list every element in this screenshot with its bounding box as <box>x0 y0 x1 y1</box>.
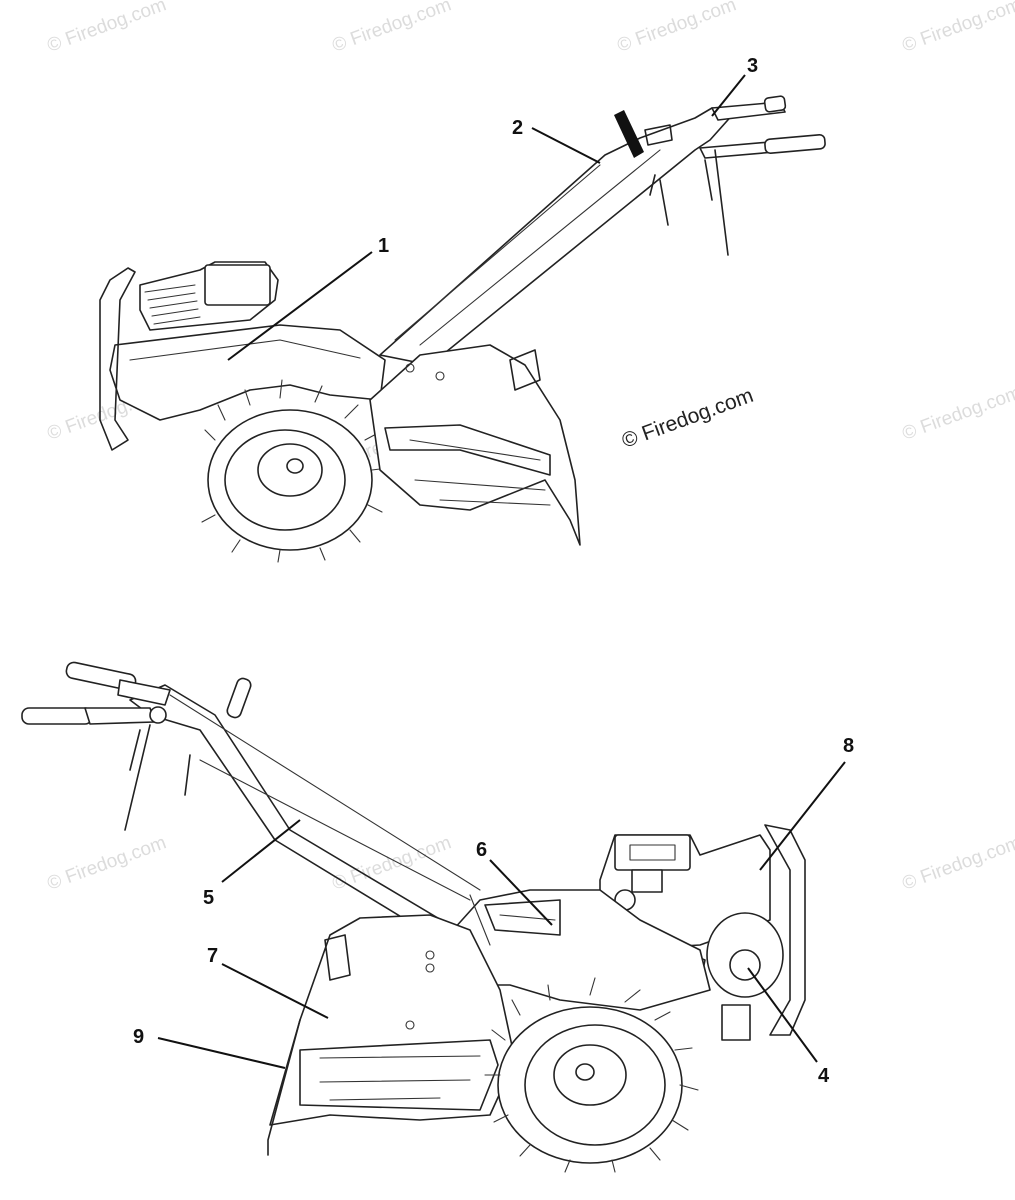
callout-4: 4 <box>818 1065 830 1087</box>
watermark-main: © Firedog.com <box>619 384 757 453</box>
leader-line-3 <box>711 74 746 117</box>
leader-line-7 <box>221 963 329 1019</box>
callout-7: 7 <box>207 945 218 967</box>
watermark-text: © Firedog.com <box>615 0 740 57</box>
watermark-text: © Firedog.com <box>900 832 1015 894</box>
leader-line-9 <box>157 1037 286 1069</box>
black-grip <box>614 110 644 158</box>
leader-line-1 <box>227 251 373 361</box>
tiller-top-view <box>99 95 826 563</box>
tiller-bottom-view <box>21 661 806 1173</box>
leader-lines <box>157 74 846 1069</box>
callout-labels: 1 2 3 4 5 6 7 8 9 <box>133 55 854 1087</box>
wheel-top <box>207 409 373 551</box>
callout-2: 2 <box>512 117 523 139</box>
watermark-text: © Firedog.com <box>45 0 170 57</box>
watermark-text: © Firedog.com <box>900 0 1015 57</box>
callout-3: 3 <box>747 55 758 77</box>
pulley-cover <box>706 912 784 998</box>
callout-8: 8 <box>843 735 854 757</box>
callout-9: 9 <box>133 1026 144 1048</box>
watermark-text: © Firedog.com <box>330 0 455 57</box>
leader-line-2 <box>531 127 601 164</box>
leader-line-5 <box>221 819 301 883</box>
callout-6: 6 <box>476 839 487 861</box>
tine-shield-top <box>369 344 581 546</box>
callout-1: 1 <box>378 235 389 257</box>
callout-5: 5 <box>203 887 214 909</box>
watermark-text: © Firedog.com <box>45 832 170 894</box>
watermark-text: © Firedog.com <box>900 382 1015 444</box>
leader-line-8 <box>759 761 846 871</box>
leader-line-4 <box>747 967 818 1063</box>
leader-line-6 <box>489 859 553 926</box>
hood-top <box>109 324 386 421</box>
